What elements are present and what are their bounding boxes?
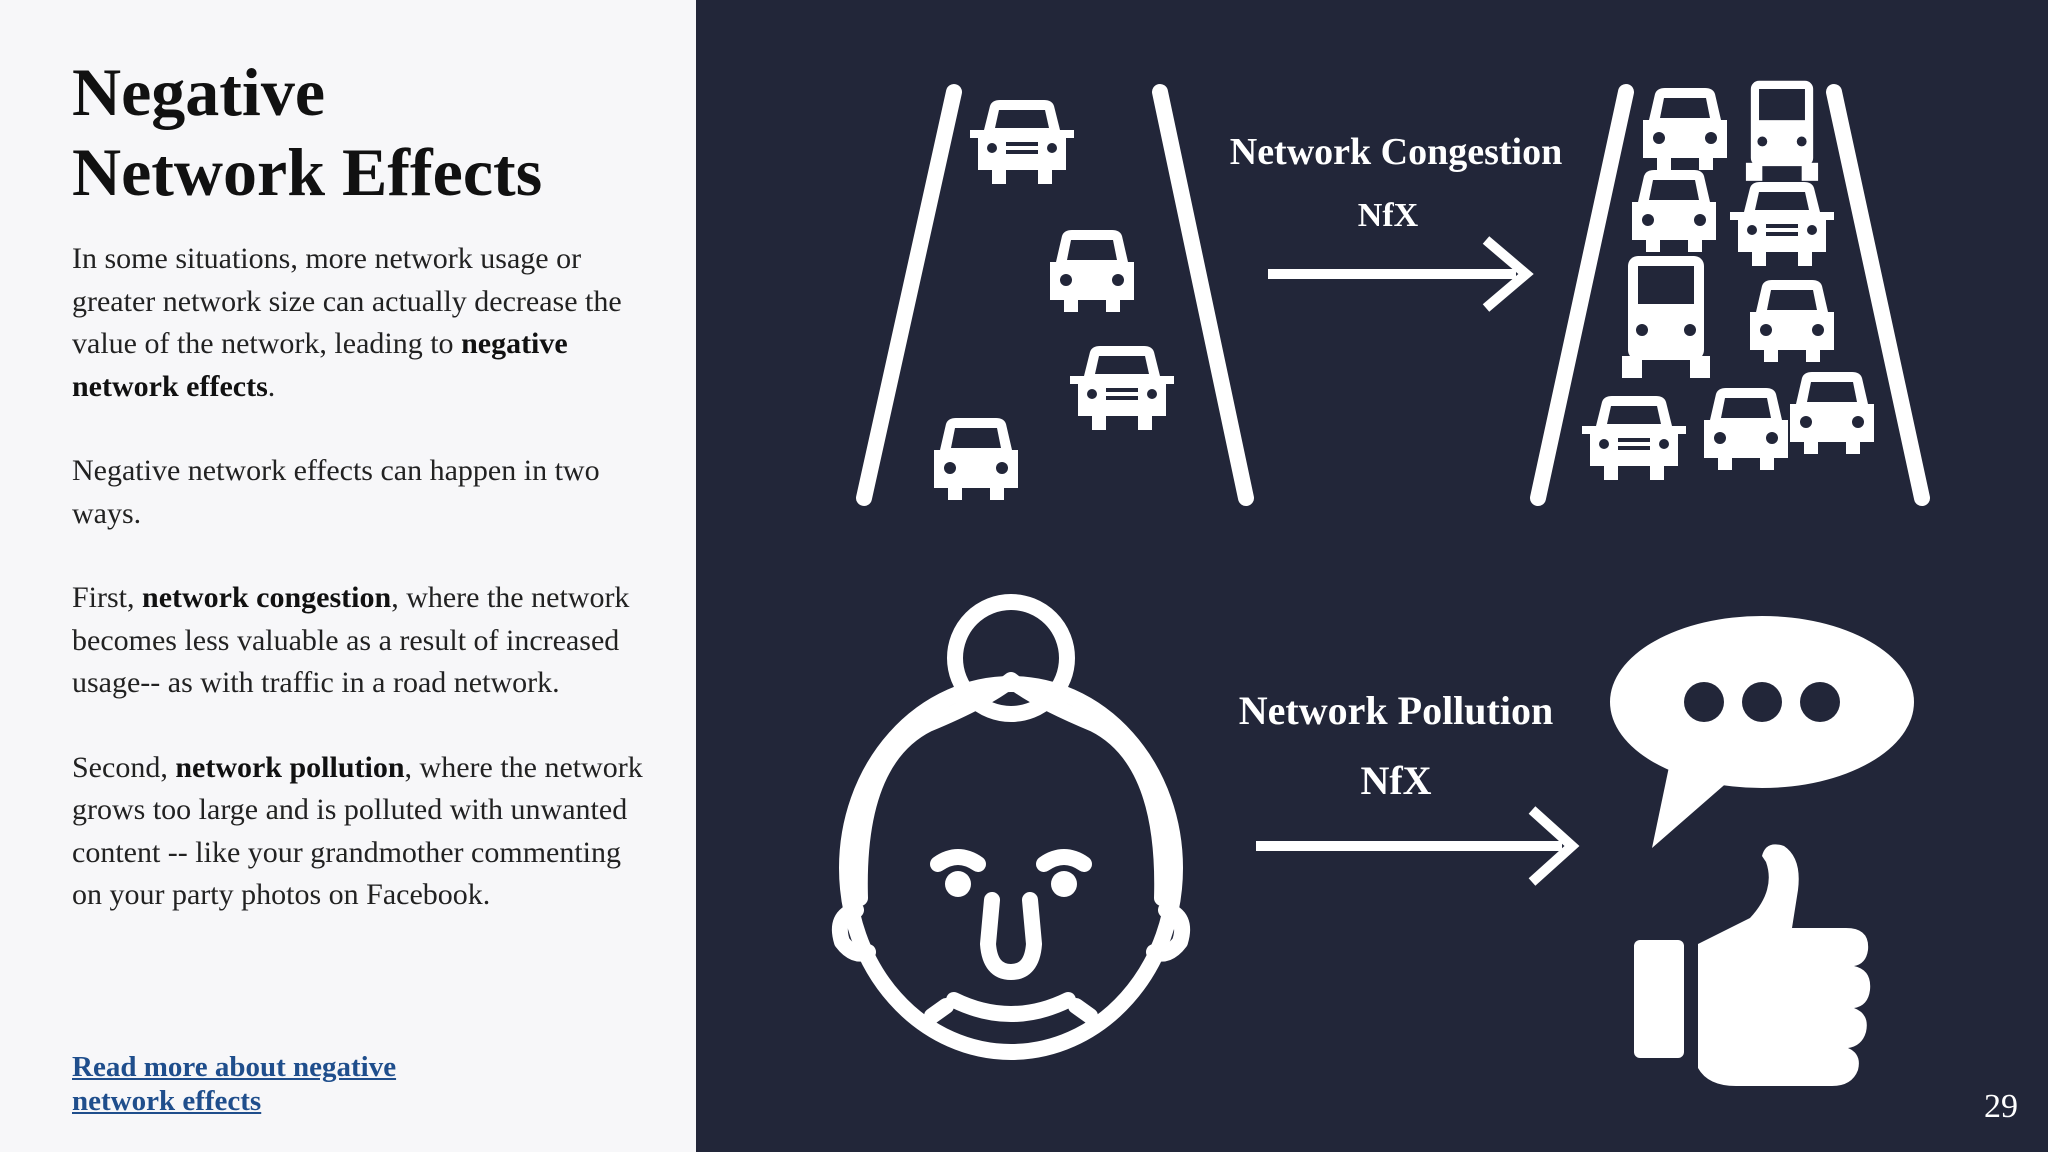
right-eye: [1051, 871, 1077, 897]
intro-bold: negative network effects: [72, 327, 568, 403]
intro-paragraph: In some situations, more network usage o…: [72, 238, 656, 408]
read-more-line-2: network effects: [72, 1085, 262, 1117]
illustration-svg: Network Congestion NfX: [831, 80, 1930, 1086]
car-icon: [970, 100, 1074, 184]
text-panel: Negative Network Effects In some situati…: [0, 0, 696, 1152]
truck-icon: [1622, 256, 1710, 378]
pollution-bold: network pollution: [175, 750, 405, 784]
title-line-1: Negative: [72, 54, 326, 130]
page-number: 29: [1984, 1088, 2018, 1125]
car-icon: [1070, 346, 1174, 430]
arrow-right-icon: [1268, 236, 1534, 312]
nfx-mark-bottom: NfX: [1360, 758, 1431, 803]
car-icon: [1790, 372, 1874, 454]
car-icon: [1582, 396, 1686, 480]
nfx-mark-top: NfX: [1358, 197, 1419, 234]
road-icon: [1530, 84, 1930, 506]
car-icon: [1730, 182, 1834, 266]
pollution-start: Second,: [72, 750, 176, 784]
pollution-end: , where the network grows too large and …: [72, 750, 643, 912]
road-icon: [856, 84, 1254, 506]
read-more-line-1: Read more about negative: [72, 1051, 397, 1083]
two-ways-paragraph: Negative network effects can happen in t…: [72, 454, 600, 530]
pollution-paragraph: Second, network pollution, where the net…: [72, 747, 656, 917]
congestion-start: First,: [72, 581, 143, 614]
car-icon: [1632, 170, 1716, 252]
read-more-link[interactable]: Read more about negative network effects: [72, 1050, 396, 1118]
car-icon: [1643, 88, 1727, 170]
left-eye: [945, 871, 971, 897]
speech-bubble-icon: [1610, 616, 1914, 848]
arrow-right-icon: [1256, 806, 1580, 886]
car-icon: [1704, 388, 1788, 470]
car-icon: [1050, 230, 1134, 312]
intro-end: .: [267, 369, 276, 403]
title-line-2: Network Effects: [72, 134, 543, 210]
thumbs-up-icon: [1634, 844, 1871, 1086]
grandmother-face-icon: [831, 594, 1191, 1060]
intro-text: In some situations, more network usage o…: [72, 242, 622, 360]
congestion-end: , where the network becomes less valuabl…: [72, 581, 630, 699]
truck-icon: [1745, 80, 1819, 181]
congestion-bold: network congestion: [142, 581, 392, 614]
congestion-label: Network Congestion: [1230, 131, 1562, 173]
congestion-paragraph: First, network congestion, where the net…: [72, 577, 656, 705]
car-icon: [1750, 280, 1834, 362]
illustration-panel: Network Congestion NfX: [696, 0, 2048, 1152]
pollution-label: Network Pollution: [1239, 688, 1553, 733]
car-icon: [934, 418, 1018, 500]
page-title: Negative Network Effects: [72, 52, 656, 212]
